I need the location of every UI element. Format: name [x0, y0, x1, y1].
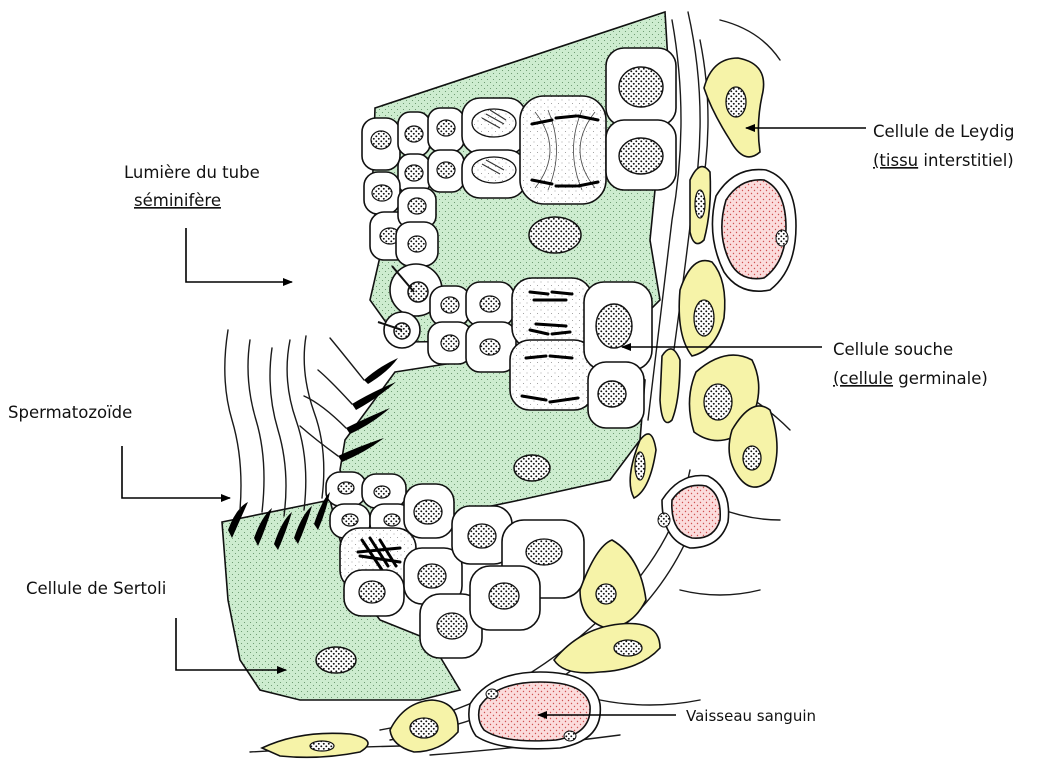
- lumen-label-line1: Lumière du tube: [124, 163, 260, 182]
- stem-label-germinale: germinale): [893, 369, 988, 388]
- stem-label-cellule: (cellule: [833, 369, 893, 388]
- leydig-label-line2: (tissu interstitiel): [873, 151, 1014, 170]
- lumen-label-line2: séminifère: [134, 191, 221, 210]
- leydig-label-tissu: (tissu: [873, 151, 918, 170]
- lumen-arrow: [186, 228, 292, 282]
- sperm-arrow: [122, 446, 230, 498]
- sperm-label: Spermatozoïde: [8, 403, 132, 422]
- stem-label-line2: (cellule germinale): [833, 369, 988, 388]
- sertoli-label: Cellule de Sertoli: [26, 579, 166, 598]
- stem-label-line1: Cellule souche: [833, 340, 953, 359]
- vessel-label: Vaisseau sanguin: [686, 707, 816, 725]
- leydig-label-interstitiel: interstitiel): [918, 151, 1014, 170]
- leydig-label-line1: Cellule de Leydig: [873, 122, 1015, 141]
- lumen-label-seminifere: séminifère: [134, 191, 221, 210]
